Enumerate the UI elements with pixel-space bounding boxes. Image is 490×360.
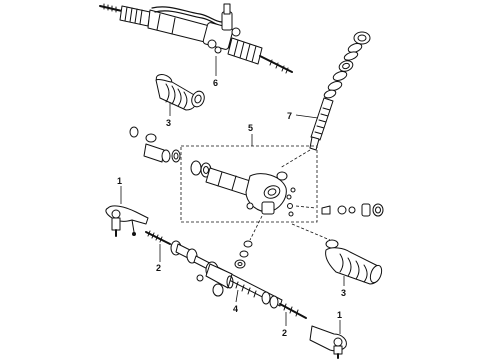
callout-1-left: 1 xyxy=(117,176,122,186)
callout-7: 7 xyxy=(287,111,292,121)
bellows-boot-lower: 3 xyxy=(291,223,383,298)
callout-3-upper: 3 xyxy=(166,118,171,128)
pinion-valve-parts: 7 xyxy=(279,31,371,169)
callout-2-left: 2 xyxy=(156,263,161,273)
bellows-boot-upper: 3 xyxy=(155,74,205,128)
callout-4: 6 xyxy=(213,78,218,88)
inner-tie-rod-assembly: 2 4 2 xyxy=(145,230,307,338)
callout-1-right: 1 xyxy=(337,310,342,320)
callout-5: 4 xyxy=(233,304,238,314)
adjuster-parts xyxy=(295,203,384,217)
callout-2-right: 2 xyxy=(282,328,287,338)
rack-and-pinion-assembly: 6 xyxy=(99,3,293,88)
tie-rod-end-right: 1 xyxy=(309,310,347,359)
lower-housing-parts xyxy=(234,215,263,269)
tie-rod-end-left: 1 xyxy=(105,176,149,237)
gear-housing-group: 5 xyxy=(180,123,318,223)
callout-6: 5 xyxy=(248,123,253,133)
callout-3-lower: 3 xyxy=(341,288,346,298)
rack-seal-parts xyxy=(129,126,181,163)
